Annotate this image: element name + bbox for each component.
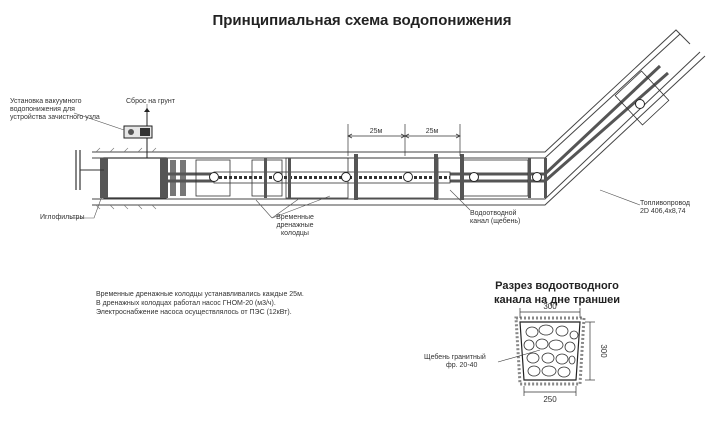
- label-drain-channel: Водоотводной канал (щебень): [470, 210, 521, 225]
- drainage-wells: [209, 99, 645, 182]
- label-temp-wells: Временные дренажные колодцы: [276, 214, 314, 237]
- vacuum-unit: [73, 108, 153, 158]
- section-dim-top: 300: [543, 302, 557, 311]
- dimension-25m-first: 25м: [370, 128, 383, 135]
- label-wellpoints: Иглофильтры: [40, 214, 85, 221]
- section-title: Разрез водоотводного канала на дне транш…: [493, 280, 621, 306]
- note-line: Временные дренажные колодцы устанавливал…: [96, 291, 304, 298]
- section-dim-side: 300: [599, 344, 608, 358]
- drain-channel: [213, 171, 451, 184]
- dimension-25m-second: 25м: [426, 128, 439, 135]
- note-line: В дренажных колодцах работал насос ГНОМ-…: [96, 300, 276, 307]
- notes-block: Временные дренажные колодцы устанавливал…: [96, 290, 304, 317]
- dimension-lines: [347, 124, 461, 156]
- leader-lines: [70, 104, 641, 219]
- note-line: Электроснабжение насоса осуществлялось о…: [96, 309, 292, 316]
- channel-cross-section: [497, 308, 595, 396]
- section-dim-bottom: 250: [543, 395, 557, 404]
- label-discharge: Сброс на грунт: [126, 98, 175, 105]
- wellpoint-section: [75, 150, 186, 199]
- pipeline: [168, 64, 669, 183]
- label-gravel: Щебень гранитный фр. 20-40: [424, 354, 486, 369]
- trench-hatching: [95, 147, 157, 210]
- support-posts: [264, 154, 547, 200]
- label-pipeline: Топливопровод 2D 406,4х8,74: [640, 200, 690, 215]
- page-title: Принципиальная схема водопонижения: [212, 12, 512, 29]
- label-vacuum-unit: Установка вакуумного водопонижения для у…: [10, 98, 100, 121]
